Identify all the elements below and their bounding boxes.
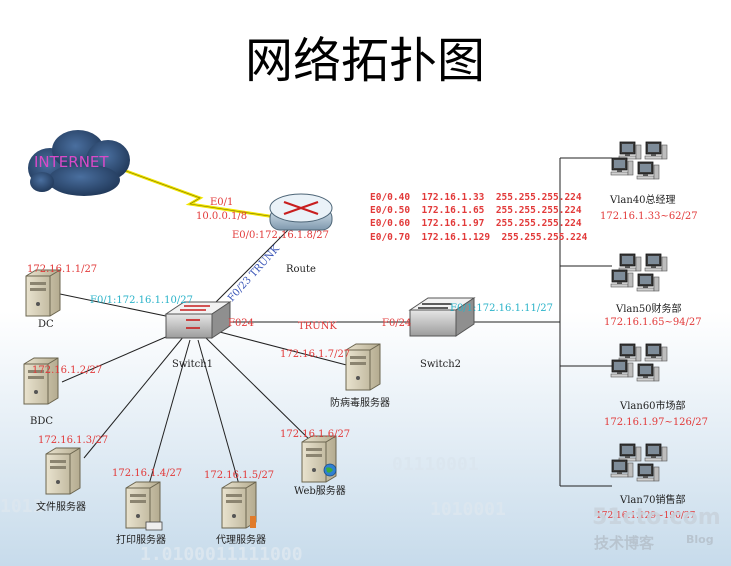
watermark-site: 51cto.com xyxy=(592,505,721,530)
dc-ip: 172.16.1.1/27 xyxy=(27,264,97,275)
trunk-label: TRUNK xyxy=(298,321,337,332)
svg-text:1010001: 1010001 xyxy=(430,499,506,520)
antivirus-ip: 172.16.1.7/27 xyxy=(280,349,350,360)
print-ip: 172.16.1.4/27 xyxy=(112,468,182,479)
link-switch1-file xyxy=(83,335,185,459)
web-ip: 172.16.1.6/27 xyxy=(280,429,350,440)
bdc-name: BDC xyxy=(30,416,53,427)
dc-name: DC xyxy=(38,319,54,330)
switch2-port-f01: F0/1:172.16.1.11/27 xyxy=(450,303,553,314)
background-binary-decor: 01110001 1010001 1011 1.0100011111000 xyxy=(0,454,506,565)
svg-text:01110001: 01110001 xyxy=(392,454,479,475)
router-subif-50: E0/0.50 172.16.1.65 255.255.255.224 xyxy=(370,205,582,216)
router-lan-if: E0/0:172.16.1.8/27 xyxy=(232,230,329,241)
svg-text:1.0100011111000: 1.0100011111000 xyxy=(140,544,303,565)
switch2-icon[interactable] xyxy=(408,297,476,337)
file-server-icon[interactable] xyxy=(45,447,81,495)
router-icon[interactable] xyxy=(269,193,333,231)
proxy-ip: 172.16.1.5/27 xyxy=(204,470,274,481)
proxy-name: 代理服务器 xyxy=(216,533,266,546)
vlan70-name: Vlan70销售部 xyxy=(619,493,686,506)
link-switch1-proxy xyxy=(197,339,241,489)
router-subif-60: E0/0.60 172.16.1.97 255.255.255.224 xyxy=(370,218,582,229)
switch1-port-f01: F0/1:172.16.1.10/27 xyxy=(90,295,193,306)
proxy-tag-icon xyxy=(250,516,256,528)
router-subif-40: E0/0.40 172.16.1.33 255.255.255.224 xyxy=(370,192,582,203)
link-switch1-bdc xyxy=(61,329,183,383)
watermark-blog: Blog xyxy=(686,533,714,546)
vlan40-name: Vlan40总经理 xyxy=(609,193,676,206)
antivirus-name: 防病毒服务器 xyxy=(330,396,390,409)
file-name: 文件服务器 xyxy=(36,500,86,513)
link-switch1-dc xyxy=(59,293,186,321)
switch1-icon[interactable] xyxy=(164,301,232,339)
switch2-name: Switch2 xyxy=(420,359,461,370)
links xyxy=(59,157,612,489)
watermark-sub: 技术博客 xyxy=(594,534,655,552)
switch2-port-f024: F0/24 xyxy=(382,318,411,329)
link-switch1-web xyxy=(205,337,317,447)
web-name: Web服务器 xyxy=(294,484,346,497)
router-subif-70: E0/0.70 172.16.1.129 255.255.255.224 xyxy=(370,232,588,243)
router-name: Route xyxy=(286,264,316,275)
bdc-ip: 172.16.1.2/27 xyxy=(32,365,102,376)
router-subif-list: E0/0.40 172.16.1.33 255.255.255.224 E0/0… xyxy=(370,192,588,243)
vlan40-range: 172.16.1.33~62/27 xyxy=(600,211,698,222)
router-wan-ip: 10.0.0.1/8 xyxy=(196,211,247,222)
vlan50-name: Vlan50财务部 xyxy=(615,302,682,315)
dc-server-icon[interactable] xyxy=(25,269,61,317)
print-server-icon[interactable] xyxy=(125,481,161,529)
print-name: 打印服务器 xyxy=(116,533,166,546)
vlan50-range: 172.16.1.65~94/27 xyxy=(604,317,702,328)
svg-text:1011: 1011 xyxy=(0,496,43,517)
vlan60-name: Vlan60市场部 xyxy=(619,399,686,412)
internet-cloud xyxy=(28,130,130,196)
switch1-name: Switch1 xyxy=(172,359,213,370)
internet-label: INTERNET xyxy=(34,153,109,171)
file-ip: 172.16.1.3/27 xyxy=(38,435,108,446)
link-switch1-antivirus xyxy=(211,329,359,369)
switch1-port-f024: F024 xyxy=(228,318,254,329)
globe-icon xyxy=(323,463,337,477)
antivirus-server-icon[interactable] xyxy=(345,343,381,391)
print-tray-icon xyxy=(145,521,163,531)
vlan70-range: 172.16.1.129~190/27 xyxy=(596,511,696,521)
link-switch1-print xyxy=(147,339,191,489)
router-wan-if: E0/1 xyxy=(210,197,233,208)
vlan60-range: 172.16.1.97~126/27 xyxy=(604,417,708,428)
diagram-title: 网络拓扑图 xyxy=(245,33,485,89)
